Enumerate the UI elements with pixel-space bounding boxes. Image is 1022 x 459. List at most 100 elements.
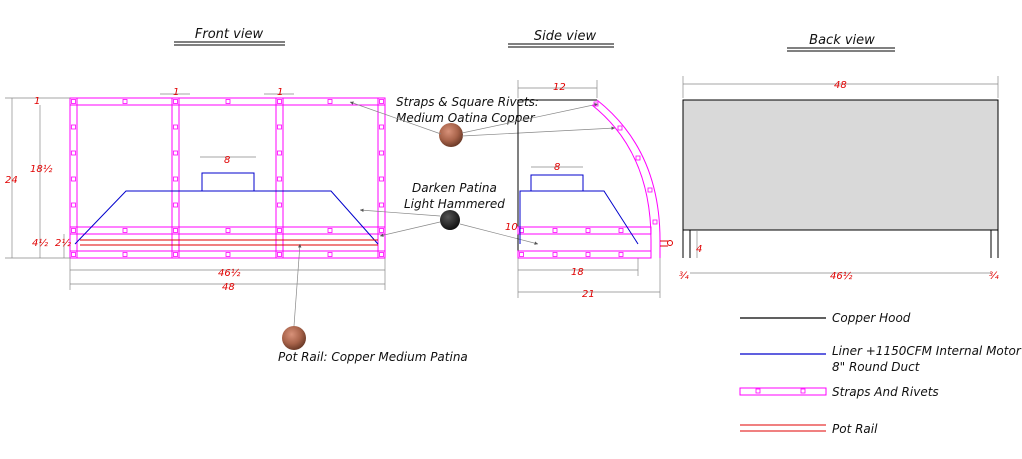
leader-dark-1 xyxy=(359,208,441,217)
dim-front-strap2: 1 xyxy=(277,87,283,98)
legend: Copper Hood Liner +1150CFM Internal Moto… xyxy=(739,311,1022,436)
side-curved-strap-inner xyxy=(591,104,652,241)
side-hood-outline xyxy=(517,99,597,258)
dim-back-4: 4 xyxy=(696,244,702,255)
side-bottom-strap xyxy=(517,250,652,259)
dim-front-strap1: 1 xyxy=(173,87,179,98)
leader-straps-2 xyxy=(461,103,599,134)
front-rivets xyxy=(71,99,384,257)
side-lower-strap xyxy=(517,226,652,235)
rivet xyxy=(173,124,178,130)
legend-liner-line1: Liner +1150CFM Internal Motor xyxy=(832,344,1022,358)
legend-straps-swatch xyxy=(739,387,827,396)
rivet xyxy=(277,99,282,104)
rivet xyxy=(618,228,624,233)
leader-potrail xyxy=(293,243,302,327)
dark-swatch xyxy=(440,210,460,230)
dim-front-top: 1 xyxy=(34,96,40,107)
dim-side-10: 10 xyxy=(505,222,518,233)
rivet xyxy=(379,202,384,208)
dim-back-46: 46½ xyxy=(830,270,853,282)
rivet xyxy=(71,124,76,130)
front-lower-strap xyxy=(69,226,386,235)
side-rivets xyxy=(519,101,658,257)
rivet xyxy=(277,124,282,130)
rivet xyxy=(552,228,558,233)
rivet xyxy=(71,228,76,233)
dim-back-left-leg: ¾ xyxy=(679,271,689,282)
front-liner-outline xyxy=(74,190,379,245)
legend-rivet-2 xyxy=(800,388,806,394)
rivet xyxy=(519,252,524,257)
legend-pot-rail-label: Pot Rail xyxy=(832,422,878,436)
rivet xyxy=(173,150,178,156)
dim-front-2: 2½ xyxy=(55,237,71,249)
dim-side-12: 12 xyxy=(553,82,566,93)
rivet xyxy=(327,228,333,233)
rivet xyxy=(552,252,558,257)
rivet xyxy=(379,150,384,156)
callout-dark-line2: Light Hammered xyxy=(404,197,505,211)
callout-pot-rail: Pot Rail: Copper Medium Patina xyxy=(278,350,468,364)
front-bottom-strap xyxy=(69,250,386,259)
rivet xyxy=(225,99,231,104)
rivet xyxy=(173,99,178,104)
leader-straps-3 xyxy=(461,126,616,137)
side-liner-outline xyxy=(519,190,639,245)
rivet xyxy=(173,202,178,208)
rivet xyxy=(122,252,128,257)
leader-straps-1 xyxy=(349,101,442,135)
dim-front-46: 46½ xyxy=(218,267,241,279)
rivet xyxy=(585,228,591,233)
dim-side-duct: 8 xyxy=(554,162,560,173)
rivet xyxy=(71,202,76,208)
rivet xyxy=(122,99,128,104)
rivet xyxy=(647,187,653,193)
rivet xyxy=(585,252,591,257)
rivet xyxy=(173,228,178,233)
side-view-title: Side view xyxy=(534,29,597,44)
dim-back-right-leg: ¾ xyxy=(989,271,999,282)
copper-swatch-top xyxy=(439,123,463,147)
side-curved-strap-outer xyxy=(596,99,661,241)
rivet xyxy=(618,252,624,257)
callout-dark-line1: Darken Patina xyxy=(412,181,497,195)
rivet xyxy=(379,99,384,104)
legend-straps-label: Straps And Rivets xyxy=(832,385,939,399)
front-top-strap xyxy=(69,97,386,106)
legend-rivet-1 xyxy=(755,388,761,394)
dim-front-duct: 8 xyxy=(224,155,230,166)
front-view-title: Front view xyxy=(195,27,264,42)
rivet xyxy=(327,252,333,257)
rivet xyxy=(71,99,76,104)
callouts: Straps & Square Rivets: Medium Oatina Co… xyxy=(278,95,616,364)
copper-swatch-potrail xyxy=(282,326,306,350)
rivet xyxy=(225,252,231,257)
back-view: 48 4 46½ ¾ ¾ xyxy=(679,76,999,282)
rivet xyxy=(379,124,384,130)
back-panel xyxy=(682,99,999,231)
rivet xyxy=(277,228,282,233)
side-pot-rail-end xyxy=(667,240,673,246)
leader-dark-2 xyxy=(379,221,441,237)
rivet xyxy=(71,150,76,156)
rivet xyxy=(277,202,282,208)
leader-dark-3 xyxy=(459,223,539,245)
legend-liner-line2: 8" Round Duct xyxy=(832,360,921,374)
dim-side-18: 18 xyxy=(571,267,584,278)
rivet xyxy=(71,252,76,257)
rivet xyxy=(173,176,178,182)
dim-front-18: 18½ xyxy=(30,163,53,175)
rivet xyxy=(617,125,623,131)
rivet xyxy=(277,176,282,182)
dim-front-48: 48 xyxy=(222,282,235,293)
legend-copper-hood-label: Copper Hood xyxy=(832,311,911,325)
rivet xyxy=(225,228,231,233)
dim-front-4: 4½ xyxy=(32,237,48,249)
rivet xyxy=(635,155,641,161)
rivet xyxy=(379,228,384,233)
front-view: 24 18½ 4½ 2½ 1 1 1 8 46½ 48 xyxy=(5,87,386,293)
rivet xyxy=(652,219,658,225)
dim-back-48: 48 xyxy=(834,80,847,91)
